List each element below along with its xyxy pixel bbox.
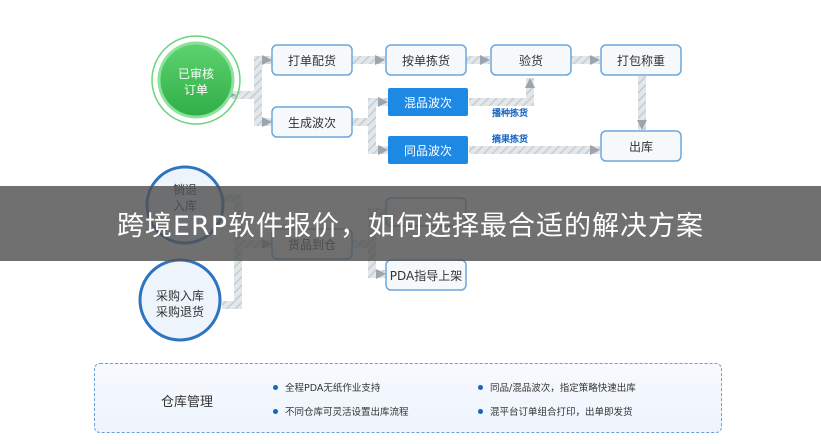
bullet-icon — [478, 409, 483, 414]
node-print-ship[interactable]: 打单配货 — [271, 44, 353, 76]
node-approved-order[interactable]: 已审核订单 — [151, 35, 241, 125]
node-ship-out[interactable]: 出库 — [600, 130, 682, 162]
node-pick-by-order[interactable]: 按单拣货 — [385, 44, 467, 76]
svg-text:出库: 出库 — [629, 139, 653, 154]
legend-title: 仓库管理 — [161, 395, 214, 410]
svg-text:混品波次: 混品波次 — [404, 96, 452, 110]
edge-label-sow-pick: 播种拣货 — [492, 107, 528, 119]
svg-text:按单拣货: 按单拣货 — [402, 53, 450, 68]
legend-item: 不同仓库可灵活设置出库流程 — [273, 404, 409, 418]
banner-title: 跨境ERP软件报价，如何选择最合适的解决方案 — [116, 211, 705, 242]
node-pda-shelving[interactable]: PDA指导上架 — [385, 259, 467, 291]
node-inspect[interactable]: 验货 — [490, 44, 572, 76]
node-mixed-wave[interactable]: 混品波次 — [388, 88, 468, 116]
svg-text:同品波次: 同品波次 — [404, 144, 452, 158]
legend-item: 同品/混品波次，指定策略快速出库 — [478, 380, 636, 394]
bullet-icon — [273, 385, 278, 390]
node-purchase[interactable]: 采购入库采购退货 — [138, 258, 222, 342]
node-same-wave[interactable]: 同品波次 — [388, 136, 468, 164]
legend-box: 仓库管理 全程PDA无纸作业支持 同品/混品波次，指定策略快速出库 不同仓库可灵… — [94, 363, 722, 433]
title-banner: 跨境ERP软件报价，如何选择最合适的解决方案 — [0, 186, 821, 261]
svg-text:打单配货: 打单配货 — [288, 53, 336, 68]
node-purchase-label: 采购入库采购退货 — [156, 288, 204, 319]
bullet-icon — [273, 409, 278, 414]
node-pack-weigh[interactable]: 打包称重 — [600, 44, 682, 76]
svg-text:打包称重: 打包称重 — [617, 54, 665, 68]
legend-item: 全程PDA无纸作业支持 — [273, 380, 380, 394]
svg-text:PDA指导上架: PDA指导上架 — [390, 268, 462, 283]
edge-label-pick-sort: 摘果拣货 — [492, 133, 528, 145]
svg-text:验货: 验货 — [519, 53, 543, 68]
svg-text:生成波次: 生成波次 — [288, 116, 336, 130]
legend-item: 混平台订单组合打印，出单即发货 — [478, 404, 633, 418]
bullet-icon — [478, 385, 483, 390]
node-approved-order-label: 已审核订单 — [178, 66, 214, 97]
node-gen-wave[interactable]: 生成波次 — [271, 106, 353, 138]
